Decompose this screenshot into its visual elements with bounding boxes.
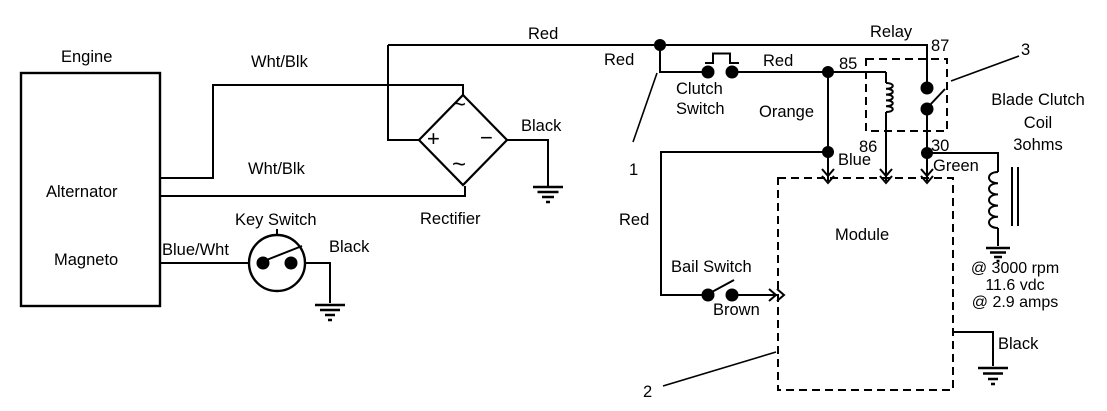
rectifier-plus-symbol: + [427, 126, 440, 151]
relay-pin-30: 30 [931, 137, 950, 155]
ground-symbol-rectifier [533, 185, 563, 204]
wht-blk-wire-bottom [160, 186, 466, 197]
module-box [777, 177, 954, 391]
relay-coil-symbol [885, 82, 894, 113]
rectifier-label: Rectifier [420, 210, 481, 228]
magneto-label: Magneto [54, 251, 119, 269]
wire-label-blue: Blue [838, 151, 872, 169]
relay-pin-85: 85 [839, 55, 858, 73]
blade-clutch-coil-line3: 3ohms [1013, 136, 1063, 154]
coil-spec-rpm: @ 3000 rpm [970, 260, 1060, 277]
red-wire-top [388, 44, 928, 88]
wire-label-wht-blk-top: Wht/Blk [251, 53, 308, 71]
relay-label: Relay [870, 23, 913, 41]
bail-switch-label: Bail Switch [671, 258, 752, 276]
rectifier-symbol [417, 93, 509, 187]
module-ground-wire [953, 331, 994, 366]
blade-clutch-coil-symbol [988, 171, 999, 229]
wire-label-wht-blk-bottom: Wht/Blk [248, 160, 305, 178]
ground-symbol-coil [986, 246, 1010, 263]
callout-3: 3 [1021, 41, 1031, 59]
blade-clutch-coil-line1: Blade Clutch [991, 91, 1085, 109]
alternator-label: Alternator [46, 183, 118, 201]
blade-clutch-coil-line2: Coil [1023, 113, 1053, 132]
ground-symbol-module [978, 366, 1008, 386]
wire-label-black-module: Black [998, 335, 1039, 353]
blade-clutch-coil-label: Blade Clutch Coil 3ohms [972, 89, 1104, 157]
relay-pin-86: 86 [859, 138, 878, 156]
wire-label-brown: Brown [713, 301, 760, 319]
coil-spec-vdc: 11.6 vdc [985, 276, 1045, 294]
engine-label: Engine [61, 48, 113, 66]
relay-contact-symbol [920, 81, 946, 116]
red-wire-rectifier [387, 45, 419, 141]
wire-label-blue-wht: Blue/Wht [162, 241, 229, 259]
relay-box [865, 58, 948, 132]
rectifier-ac-bottom-symbol: ~ [452, 151, 467, 178]
rectifier-ground-wire [507, 139, 549, 186]
red-wire-clutch-branch [659, 45, 708, 73]
wire-label-red-left: Red [619, 211, 650, 229]
red-wire-to-relay-coil [732, 71, 887, 83]
coil-spec-amps: @ 2.9 amps [971, 293, 1059, 311]
wire-label-red-junction: Red [604, 51, 635, 69]
relay-pin-87: 87 [931, 37, 950, 55]
rectifier-minus-symbol: − [480, 125, 493, 150]
rectifier-ac-top-symbol: ~ [452, 91, 467, 118]
wire-label-green: Green [933, 157, 979, 175]
module-label: Module [835, 226, 890, 244]
clutch-switch-label: Clutch Switch [676, 80, 725, 118]
wire-label-red-top: Red [528, 25, 559, 43]
clutch-switch-symbol [701, 52, 739, 79]
wire-label-orange: Orange [759, 103, 815, 121]
engine-box [19, 71, 162, 308]
key-switch-ground-wire [305, 262, 331, 303]
key-switch-label: Key Switch [235, 211, 317, 229]
wire-label-black-rectifier: Black [521, 117, 562, 135]
wire-label-black-key: Black [329, 238, 370, 256]
arrow-into-module-brown [768, 288, 786, 302]
ground-symbol-key-switch [315, 303, 345, 322]
callout-pointer-1 [632, 72, 658, 143]
coil-specs: @ 3000 rpm 11.6 vdc @ 2.9 amps [956, 260, 1074, 311]
callout-pointer-2 [662, 351, 777, 387]
wire-label-red-clutch: Red [763, 52, 794, 70]
callout-pointer-3 [950, 55, 1020, 82]
callout-2: 2 [643, 383, 653, 401]
red-wire-bail-branch [660, 151, 828, 296]
wht-blk-wire-top [160, 84, 464, 179]
coil-core-bars [1011, 167, 1019, 226]
bail-switch-symbol [701, 279, 739, 302]
green-wire-to-coil [927, 152, 999, 172]
callout-1: 1 [629, 161, 639, 179]
key-switch-symbol [247, 229, 307, 293]
